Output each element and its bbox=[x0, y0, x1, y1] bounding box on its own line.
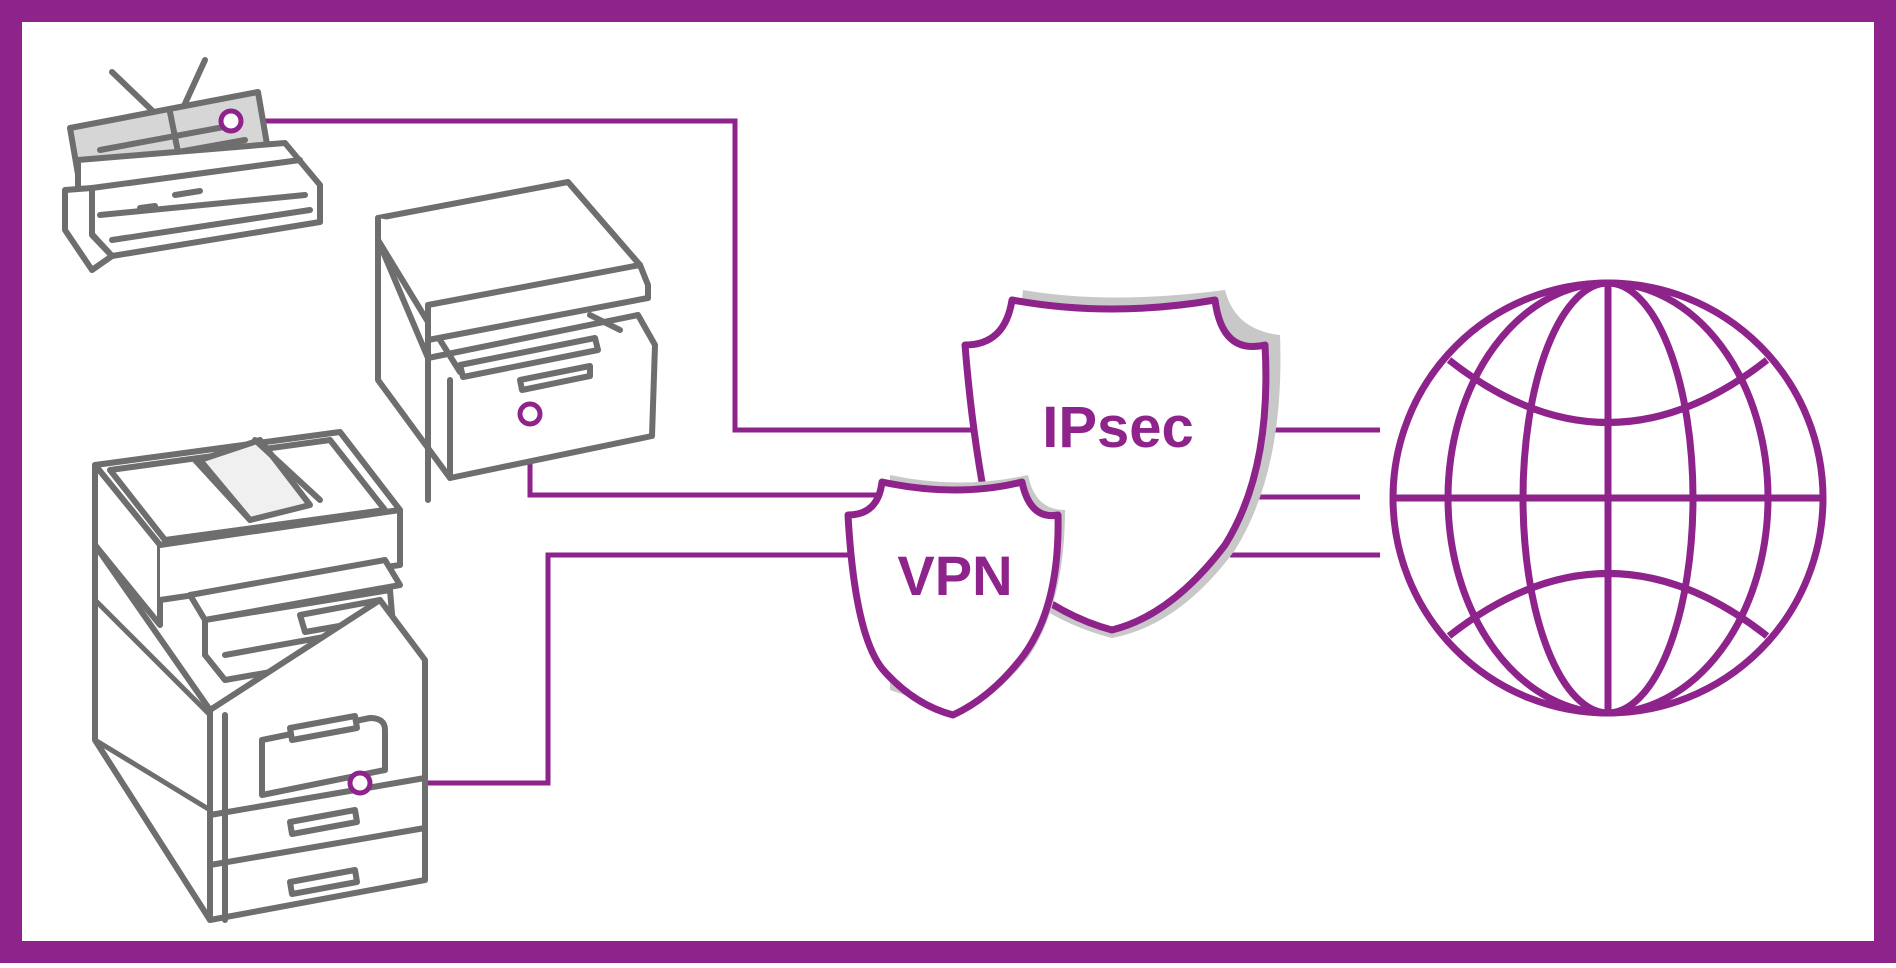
mfp-connection-line bbox=[362, 552, 850, 786]
scanner-port-icon bbox=[218, 108, 244, 134]
vpn-shield-body bbox=[844, 478, 1062, 719]
globe-icon bbox=[1389, 279, 1827, 717]
desktop-printer-icon bbox=[375, 179, 658, 503]
document-scanner-icon bbox=[62, 57, 323, 273]
connector-points bbox=[218, 108, 543, 796]
ipsec-label: IPsec bbox=[1042, 395, 1194, 460]
printer-port-icon bbox=[517, 401, 543, 427]
scanner-connection-line bbox=[233, 118, 975, 433]
vpn-label: VPN bbox=[897, 544, 1012, 607]
mfp-port-icon bbox=[347, 770, 373, 796]
vpn-shield-icon: VPN bbox=[844, 475, 1065, 719]
multifunction-printer-icon bbox=[92, 429, 428, 923]
